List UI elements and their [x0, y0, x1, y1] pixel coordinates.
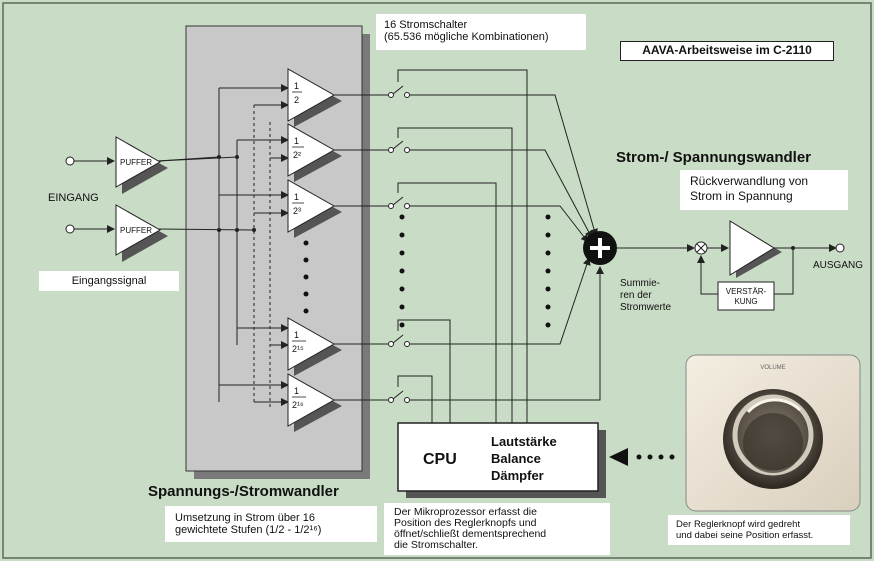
diagram-title: AAVA-Arbeitsweise im C-2110 [620, 41, 834, 61]
buffer-1: PUFFER [115, 136, 168, 194]
sum-label: Summie- [620, 278, 660, 289]
switch-control-lines [397, 69, 528, 424]
gain-label: VERSTÄR- [726, 287, 767, 296]
input-signal-label: Eingangssignal [39, 271, 179, 291]
svg-text:2¹⁵: 2¹⁵ [292, 344, 304, 354]
attenuator-stage: 1 2² [287, 123, 342, 182]
summing-node [583, 231, 617, 265]
ellipsis-dots [303, 214, 551, 328]
iv-converter-title: Strom-/ Spannungswandler [616, 149, 811, 166]
cpu-box: CPU Lautstärke Balance Dämpfer [397, 422, 606, 498]
attenuator-stage: 1 2 [287, 68, 342, 127]
vi-converter-title: Spannungs-/Stromwandler [148, 483, 339, 500]
gain-box [717, 281, 775, 311]
svg-text:2²: 2² [293, 150, 301, 160]
svg-text:1: 1 [294, 136, 299, 146]
svg-text:1: 1 [294, 386, 299, 396]
cpu-desc: Der Mikroprozessor erfasst die Position … [384, 503, 610, 555]
svg-text:1: 1 [294, 330, 299, 340]
buffer-label: PUFFER [120, 226, 152, 235]
attenuator-stage: 1 2¹⁵ [287, 317, 342, 376]
svg-text:2³: 2³ [293, 206, 301, 216]
svg-text:2¹⁶: 2¹⁶ [292, 400, 304, 410]
cpu-function: Dämpfer [491, 468, 544, 483]
volume-knob: VOLUME [685, 354, 861, 512]
attenuator-stage: 1 2³ [287, 179, 342, 238]
cpu-label: CPU [423, 451, 457, 468]
output-path [617, 241, 845, 295]
vi-converter-desc: Umsetzung in Strom über 16 gewichtete St… [165, 506, 377, 542]
gain-label: KUNG [734, 297, 757, 306]
output-label: AUSGANG [813, 260, 863, 271]
knob-desc: Der Reglerknopf wird gedreht und dabei s… [668, 515, 850, 545]
input-wires [65, 156, 255, 234]
svg-text:1: 1 [294, 192, 299, 202]
knob-to-cpu-arrow [609, 448, 675, 466]
iv-converter-desc: Rückverwandlung von Strom in Spannung [680, 170, 848, 210]
cpu-function: Balance [491, 451, 541, 466]
svg-text:2: 2 [294, 95, 299, 105]
sum-label: Stromwerte [620, 302, 672, 313]
attenuator-stage: 1 2¹⁶ [287, 373, 342, 432]
switch-count-note: 16 Stromschalter (65.536 mögliche Kombin… [376, 14, 586, 50]
bus-lines [218, 84, 289, 409]
svg-text:1: 1 [294, 81, 299, 91]
cpu-function: Lautstärke [491, 434, 557, 449]
knob-label: VOLUME [760, 365, 785, 371]
buffer-label: PUFFER [120, 158, 152, 167]
feedback-junction [791, 246, 795, 250]
sum-input-lines [409, 94, 604, 401]
output-amplifier [729, 220, 782, 278]
buffer-2: PUFFER [115, 204, 168, 262]
sum-label: ren der [620, 290, 652, 301]
input-label: EINGANG [48, 192, 99, 204]
